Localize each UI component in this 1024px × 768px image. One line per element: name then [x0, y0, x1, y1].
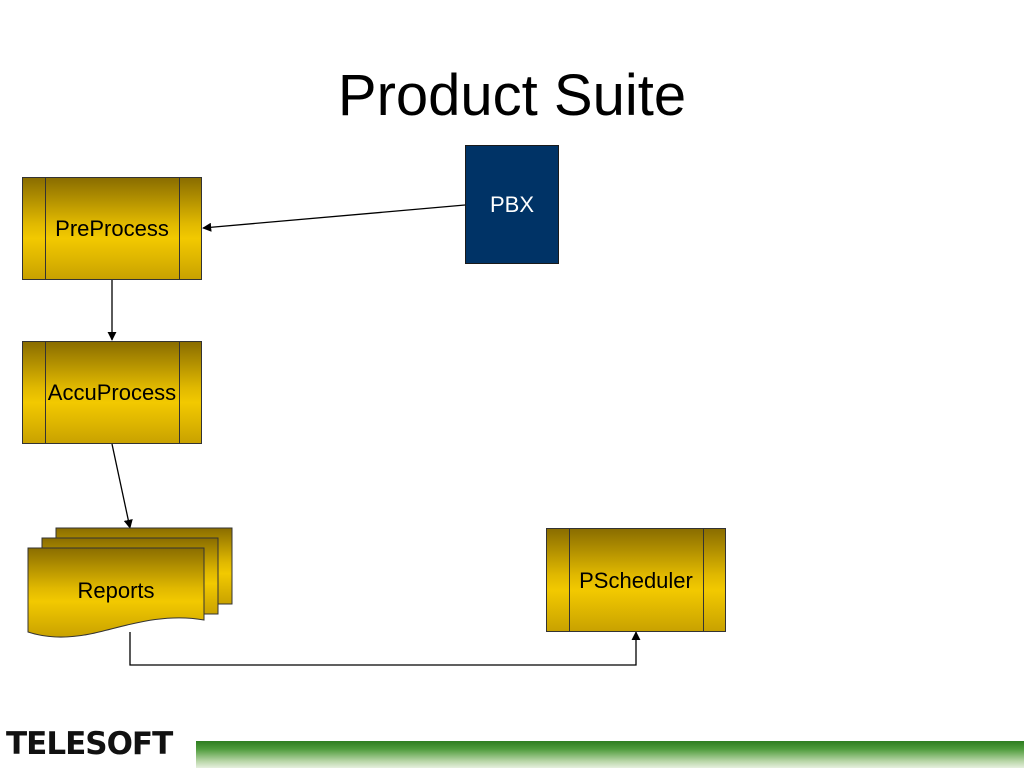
- arrow-pbx-to-preprocess: [202, 204, 466, 232]
- pbx-label: PBX: [489, 192, 535, 217]
- footer-green-bar: [196, 741, 1024, 768]
- accuprocess-node: AccuProcess: [22, 341, 202, 444]
- arrow-accuprocess-to-reports: [111, 443, 133, 529]
- telesoft-logo: TELESOFT: [0, 688, 188, 768]
- accuprocess-label: AccuProcess: [47, 380, 177, 405]
- pscheduler-node: PScheduler: [546, 528, 726, 632]
- logo-wordmark: TELESOFT: [6, 726, 173, 762]
- pbx-node: PBX: [465, 145, 559, 264]
- reports-label: Reports: [77, 578, 155, 603]
- slide-title: Product Suite: [337, 63, 687, 128]
- reports-shape: [27, 527, 233, 638]
- pscheduler-label: PScheduler: [579, 568, 693, 593]
- preprocess-label: PreProcess: [55, 216, 169, 241]
- arrow-reports-to-pscheduler: [129, 631, 641, 666]
- preprocess-node: PreProcess: [22, 177, 202, 280]
